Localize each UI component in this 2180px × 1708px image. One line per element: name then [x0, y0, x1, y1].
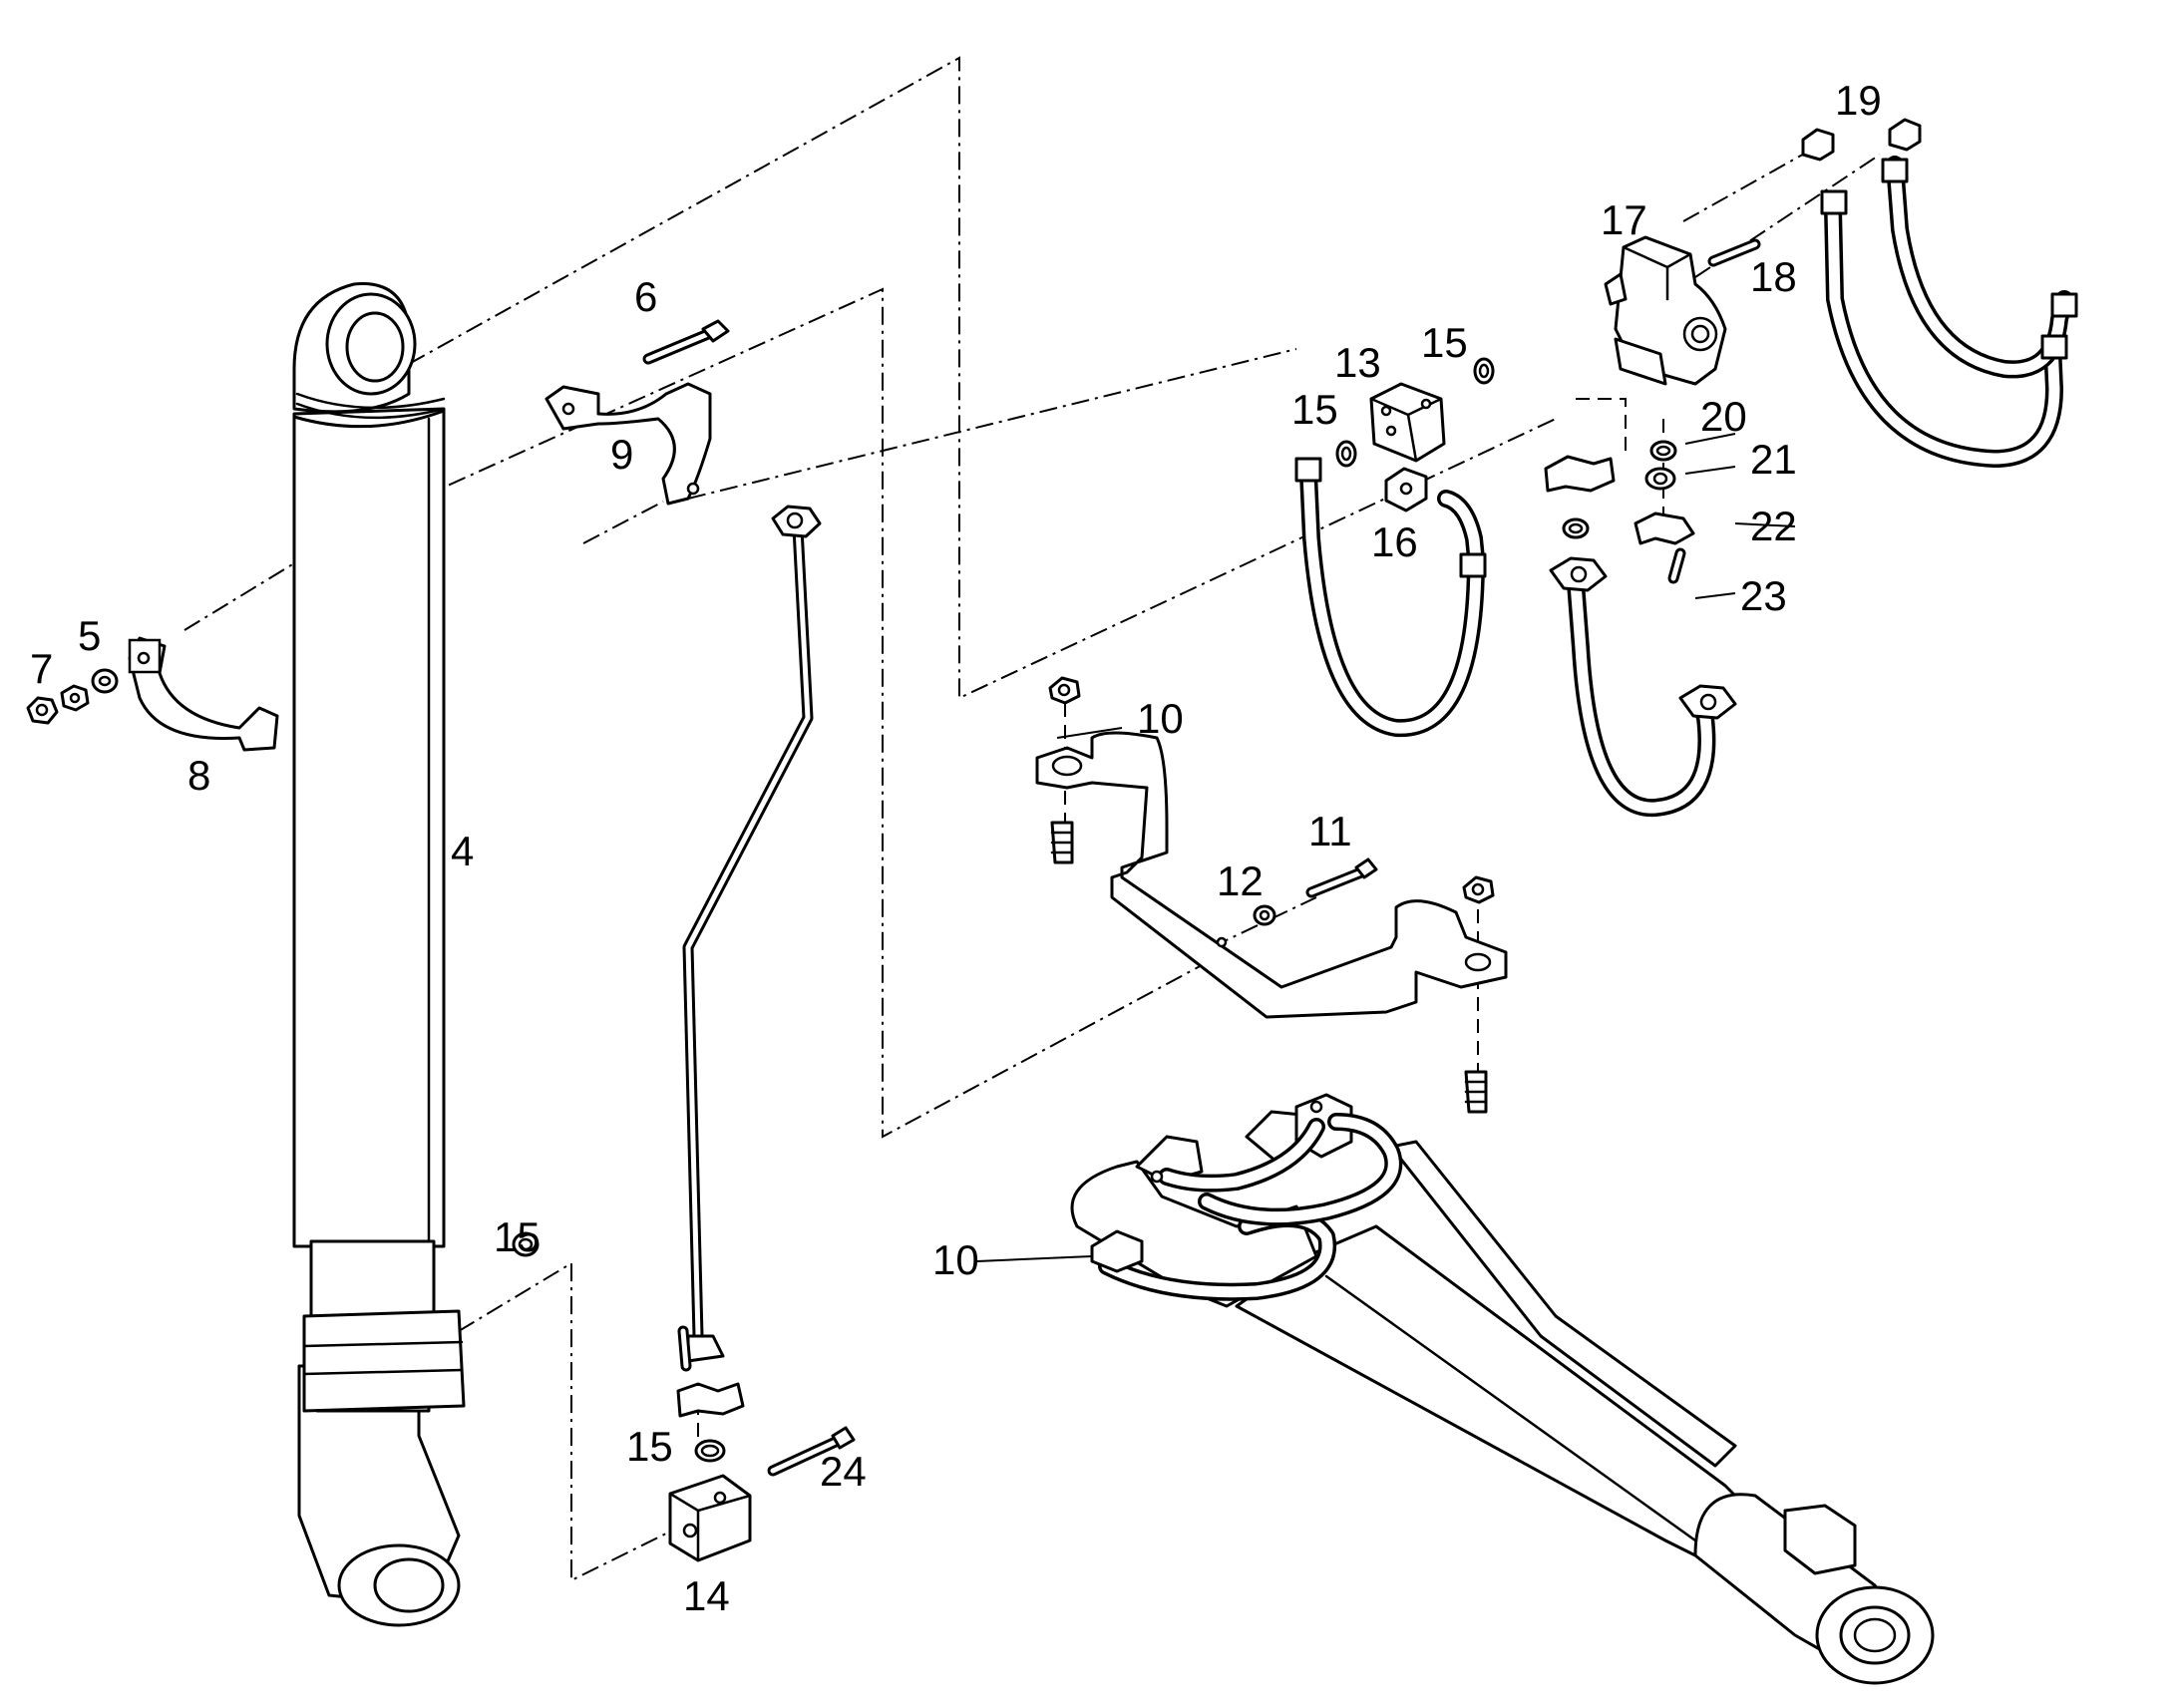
callout-19: 19 [1835, 77, 1882, 124]
o-ring-part-15-upper [1335, 357, 1495, 468]
callout-15-left: 15 [494, 1213, 541, 1260]
bracket-fasteners [1048, 676, 1495, 1114]
bolt-part-6 [642, 319, 730, 365]
block-part-14 [668, 1474, 752, 1562]
callout-labels: 4 5 6 7 8 9 10 10 11 12 13 14 15 15 15 1… [30, 77, 1882, 1619]
leader-lines [976, 433, 1796, 1262]
callout-11: 11 [1308, 808, 1352, 854]
hydraulic-tube [682, 505, 822, 1363]
clamp-part-8 [128, 636, 279, 752]
callout-22: 22 [1750, 503, 1797, 549]
callout-12: 12 [1217, 857, 1264, 904]
split-flange [676, 1382, 745, 1463]
nut-part-7 [26, 696, 59, 725]
callout-20: 20 [1700, 393, 1747, 440]
hose-u-middle [1549, 556, 1737, 818]
callout-5: 5 [78, 612, 101, 659]
callout-17: 17 [1601, 196, 1647, 243]
bracket-part-10 [1035, 731, 1508, 1019]
callout-8: 8 [187, 752, 210, 799]
boom-assembly [1070, 1093, 1935, 1685]
callout-13: 13 [1334, 339, 1381, 386]
callout-10-upper: 10 [1137, 695, 1184, 742]
callout-15-mid: 15 [1291, 386, 1338, 433]
callout-4: 4 [451, 828, 474, 874]
bolt-part-18 [1707, 238, 1761, 267]
callout-15-top: 15 [1421, 319, 1468, 366]
fitting-part-16 [1384, 467, 1428, 512]
callout-14: 14 [683, 1572, 730, 1619]
hose-u-right [1820, 156, 2078, 468]
callout-21: 21 [1750, 436, 1797, 483]
hydraulic-cylinder-part-4 [292, 282, 466, 1627]
callout-15-bottom: 15 [626, 1423, 673, 1470]
washer-part-12 [1253, 904, 1276, 926]
valve-assembly-part-17 [1604, 235, 1727, 386]
bolt-part-11 [1305, 857, 1378, 898]
callout-9: 9 [610, 431, 633, 478]
hose-u-left [1294, 457, 1487, 738]
seal-parts-20-23 [1634, 440, 1695, 584]
valve-block-part-13 [1369, 382, 1446, 463]
small-bolt [677, 1325, 692, 1372]
callout-7: 7 [30, 645, 53, 692]
callout-6: 6 [634, 273, 657, 320]
callout-18: 18 [1750, 253, 1797, 300]
washer-part-5 [60, 668, 119, 712]
o-ring-part-15-lower [512, 1231, 540, 1257]
clamp-part-9 [545, 382, 712, 506]
bolt-part-24 [767, 1426, 856, 1477]
callout-24: 24 [820, 1448, 867, 1495]
callout-16: 16 [1371, 518, 1418, 565]
split-flange-upper [1544, 455, 1616, 539]
fittings-part-19 [1801, 118, 1922, 162]
callout-10-lower: 10 [932, 1236, 979, 1283]
callout-23: 23 [1740, 572, 1787, 619]
